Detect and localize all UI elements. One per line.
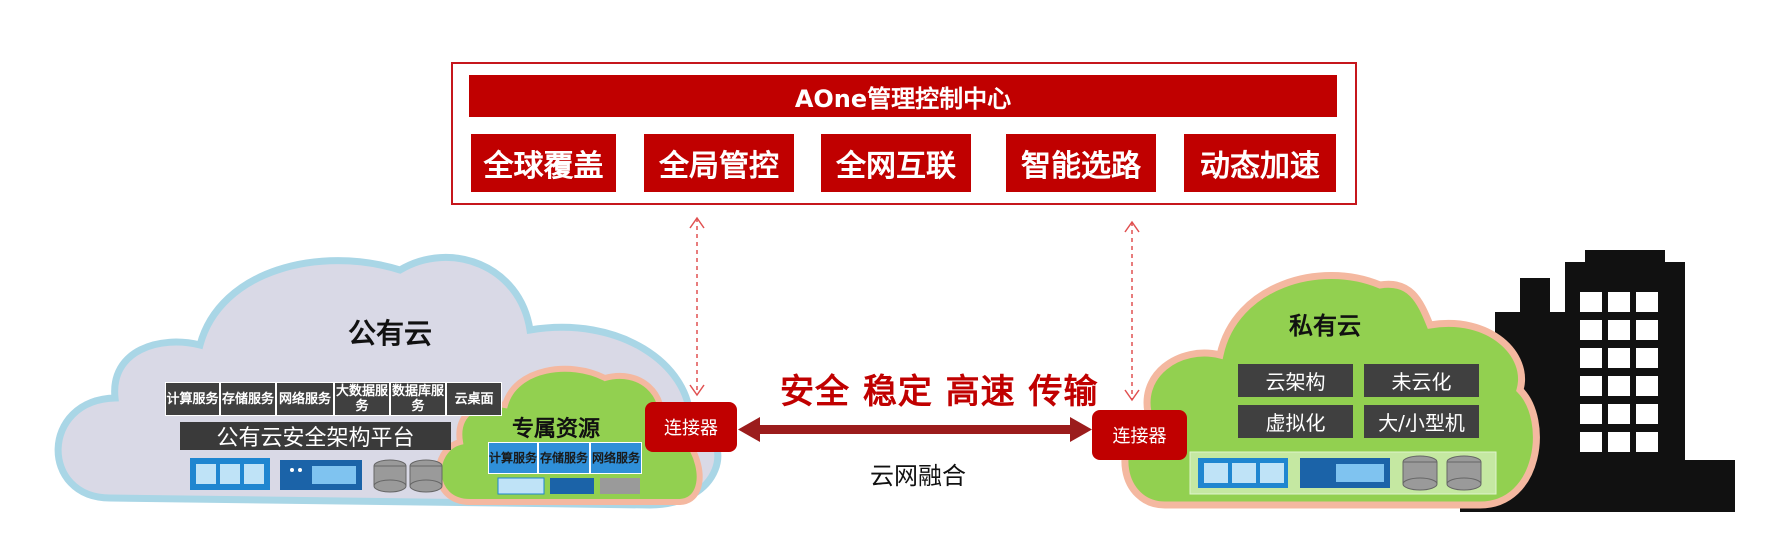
private-item-mainframe: 大/小型机 — [1364, 405, 1479, 438]
connector-left: 连接器 — [645, 402, 737, 452]
dedicated-resources-title: 专属资源 — [512, 417, 601, 442]
dedicated-service-network: 网络服务 — [590, 442, 642, 474]
private-item-virtualization: 虚拟化 — [1238, 405, 1353, 438]
feature-dynamic-acceleration: 动态加速 — [1184, 134, 1336, 192]
storage-disk-icon — [373, 459, 443, 493]
private-item-non-cloudified: 未云化 — [1364, 364, 1479, 397]
public-service-compute: 计算服务 — [165, 382, 220, 416]
private-cloud-title: 私有云 — [1289, 312, 1361, 340]
public-service-cloud-desktop: 云桌面 — [446, 382, 502, 416]
dashed-arrow-right — [1124, 220, 1140, 402]
dedicated-service-compute: 计算服务 — [488, 442, 538, 474]
private-server-rack-icon — [1198, 458, 1288, 488]
network-switch-icon — [280, 460, 362, 490]
public-cloud-platform: 公有云安全架构平台 — [180, 422, 451, 451]
feature-global-coverage: 全球覆盖 — [471, 134, 616, 192]
feature-smart-routing: 智能选路 — [1006, 134, 1156, 192]
connection-arrow — [738, 417, 1092, 442]
dashed-arrow-left — [689, 216, 705, 397]
public-service-database: 数据库服务 — [390, 382, 446, 416]
connector-right: 连接器 — [1092, 410, 1187, 460]
public-service-bigdata: 大数据服务 — [334, 382, 390, 416]
public-service-network: 网络服务 — [276, 382, 334, 416]
private-network-switch-icon — [1300, 458, 1390, 488]
control-center-title: AOne管理控制中心 — [469, 75, 1337, 117]
cloud-network-fusion-caption: 云网融合 — [870, 462, 966, 490]
public-cloud-title: 公有云 — [348, 317, 433, 350]
feature-network-interconnect: 全网互联 — [821, 134, 971, 192]
dedicated-service-storage: 存储服务 — [538, 442, 590, 474]
private-storage-disk-icon — [1402, 455, 1482, 491]
transport-slogan: 安全 稳定 高速 传输 — [780, 372, 1099, 412]
private-item-cloud-architecture: 云架构 — [1238, 364, 1353, 397]
feature-global-control: 全局管控 — [644, 134, 794, 192]
dedicated-hardware-icons — [497, 477, 640, 495]
public-service-storage: 存储服务 — [220, 382, 276, 416]
server-rack-icon — [190, 458, 270, 490]
